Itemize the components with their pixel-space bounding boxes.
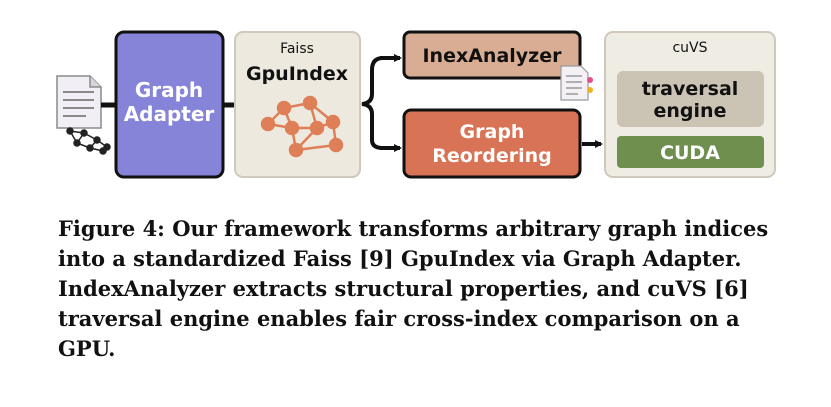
graph-reordering-label-line1: Graph (460, 121, 525, 143)
cuda-label: CUDA (660, 142, 720, 164)
traversal-engine-box (617, 71, 764, 127)
index-analyzer-box (402, 30, 582, 80)
graph-adapter-label-line2: Adapter (124, 102, 215, 126)
figure-caption: Figure 4: Our framework transforms arbit… (58, 216, 769, 361)
graph-adapter-label-line1: Graph (135, 78, 203, 102)
graph-network-icon (260, 95, 344, 158)
faiss-title: Faiss (280, 41, 314, 57)
graph-adapter-box (114, 30, 225, 179)
report-document-icon (560, 65, 593, 101)
input-document-icon (56, 75, 102, 129)
framework-diagram: Graph Adapter Faiss GpuIndex InexAnalyze… (56, 30, 776, 179)
traversal-engine-label-line2: engine (654, 100, 727, 122)
traversal-engine-label-line1: traversal (642, 78, 739, 100)
graph-reordering-label-line2: Reordering (432, 145, 551, 167)
graph-reordering-box (402, 108, 582, 179)
cuda-box (617, 136, 764, 168)
branch-brace (361, 56, 385, 150)
faiss-subtitle: GpuIndex (246, 63, 348, 85)
cuvs-title: cuVS (672, 40, 707, 56)
input-graph-icon (66, 127, 111, 155)
index-analyzer-label: InexAnalyzer (422, 45, 562, 67)
